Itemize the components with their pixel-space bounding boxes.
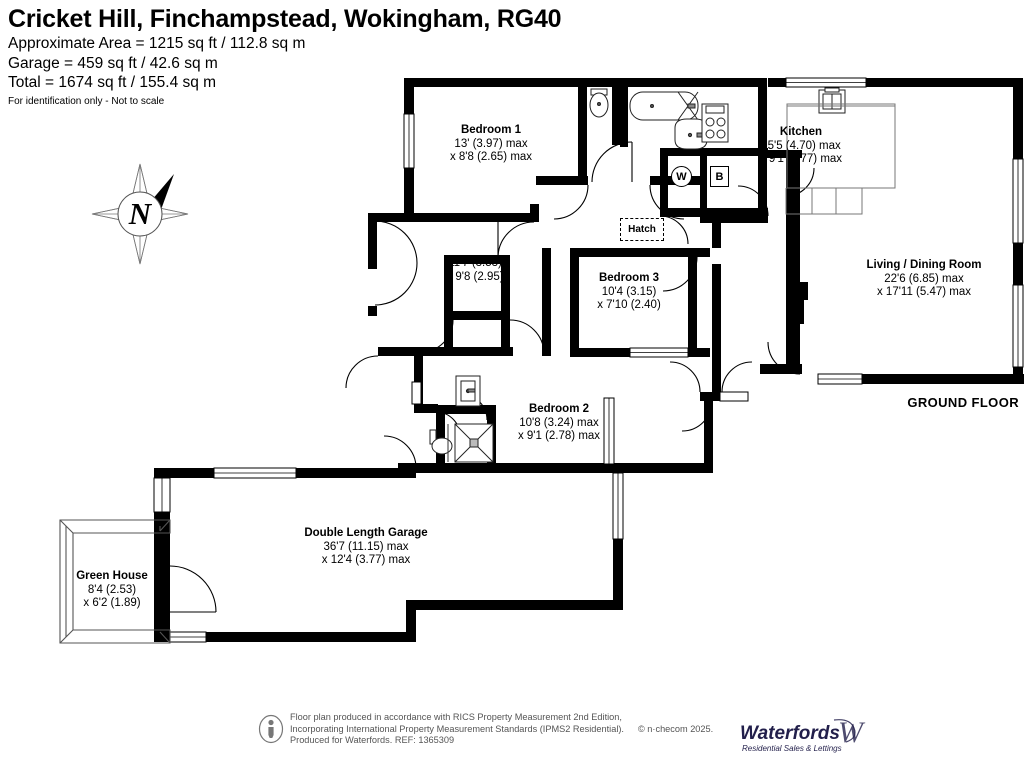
credit-line-3: Produced for Waterfords. REF: 1365309	[290, 735, 455, 746]
room-label-bedroom-3: Bedroom 3 10'4 (3.15) x 7'10 (2.40)	[573, 272, 685, 313]
room-label-kitchen: Kitchen 15'5 (4.70) max x 9'1 (2.77) max	[745, 126, 857, 167]
room-dim-2: x 9'1 (2.77) max	[759, 153, 843, 165]
room-dim-2: x 9'1 (2.78) max	[517, 430, 601, 442]
room-name: Kitchen	[779, 126, 823, 138]
room-dim-1: 15'5 (4.70) max	[761, 139, 841, 152]
page-title: Cricket Hill, Finchampstead, Wokingham, …	[8, 5, 562, 33]
room-name: Double Length Garage	[304, 527, 428, 539]
shower-cubicle-icon	[454, 423, 494, 463]
credit-line-2: Incorporating International Property Mea…	[290, 723, 624, 734]
credit-text: Floor plan produced in accordance with R…	[290, 712, 713, 747]
room-dim-2: x 6'2 (1.89)	[83, 597, 141, 609]
wall-recess	[786, 282, 804, 324]
kitchen-sink-icon	[818, 87, 846, 114]
total-area-line: Total = 1674 sq ft / 155.4 sq m	[8, 74, 217, 91]
room-label-bedroom-1: Bedroom 1 13' (3.97) max x 8'8 (2.65) ma…	[432, 124, 550, 165]
room-label-living-dining-room: Living / Dining Room 22'6 (6.85) max x 1…	[843, 259, 1005, 300]
room-name: Green House	[76, 570, 148, 582]
room-dim-1: 13' (3.97) max	[454, 137, 528, 150]
compass-north-label: N	[128, 196, 153, 231]
fixtures-group	[429, 87, 896, 463]
room-label-hallway: 11'7 (3.53) x 9'8 (2.95)	[420, 257, 530, 284]
door-arcs-group	[169, 141, 815, 613]
room-dim-1: 10'4 (3.15)	[601, 285, 657, 298]
garage-area-line: Garage = 459 sq ft / 42.6 sq m	[8, 54, 218, 72]
room-dim-2: x 8'8 (2.65) max	[449, 151, 533, 163]
copyright-text: © n·checom 2025.	[637, 723, 714, 734]
room-dim-1: 8'4 (2.53)	[87, 583, 137, 596]
room-name: Bedroom 3	[598, 272, 660, 284]
room-name: Bedroom 2	[528, 403, 590, 415]
room-label-double-length-garage: Double Length Garage 36'7 (11.15) max x …	[292, 527, 440, 568]
approximate-area-line: Approximate Area = 1215 sq ft / 112.8 sq…	[8, 35, 306, 52]
hob-icon	[701, 103, 729, 143]
bathtub-icon	[629, 91, 699, 121]
information-icon	[258, 714, 284, 744]
room-label-green-house: Green House 8'4 (2.53) x 6'2 (1.89)	[62, 570, 162, 611]
walls-group	[154, 78, 1024, 642]
room-dim-2: x 7'10 (2.40)	[597, 299, 661, 311]
washing-machine-tag: W	[671, 166, 692, 187]
room-dim-1: 36'7 (11.15) max	[323, 540, 409, 553]
wc-icon-2	[429, 429, 453, 455]
waterfords-logo: W Waterfords Residential Sales & Letting…	[740, 716, 866, 753]
room-dim-1: 22'6 (6.85) max	[884, 272, 964, 285]
cupboard-icon	[455, 375, 481, 407]
credit-line-2-wrap: Incorporating International Property Mea…	[290, 724, 713, 736]
footer-block: Floor plan produced in accordance with R…	[258, 712, 713, 747]
boiler-tag: B	[710, 166, 729, 187]
logo-name: Waterfords	[740, 723, 840, 744]
logo-monogram: W	[838, 716, 866, 749]
room-dim-2: x 17'11 (5.47) max	[876, 286, 972, 298]
room-label-bedroom-2: Bedroom 2 10'8 (3.24) max x 9'1 (2.78) m…	[500, 403, 618, 444]
hatch-label: Hatch	[620, 218, 664, 241]
logo-tagline: Residential Sales & Lettings	[742, 744, 842, 753]
wc-icon-1	[589, 88, 609, 118]
windows-group	[153, 77, 1024, 643]
disclaimer-text: For identification only - Not to scale	[8, 95, 165, 107]
floor-level-label: GROUND FLOOR	[907, 395, 1019, 410]
room-dim-2: x 9'8 (2.95)	[446, 270, 504, 283]
compass-rose-icon: N	[91, 163, 189, 265]
room-dim-1: 11'7 (3.53)	[448, 257, 502, 269]
header-block: Cricket Hill, Finchampstead, Wokingham, …	[8, 4, 562, 109]
greenhouse-outline	[59, 519, 171, 644]
room-name: Bedroom 1	[460, 124, 522, 136]
room-name: Living / Dining Room	[866, 259, 982, 271]
room-dim-1: 10'8 (3.24) max	[519, 416, 599, 429]
kitchen-counters	[785, 103, 896, 215]
credit-line-1: Floor plan produced in accordance with R…	[290, 712, 622, 722]
room-dim-2: x 12'4 (3.77) max	[321, 554, 411, 566]
